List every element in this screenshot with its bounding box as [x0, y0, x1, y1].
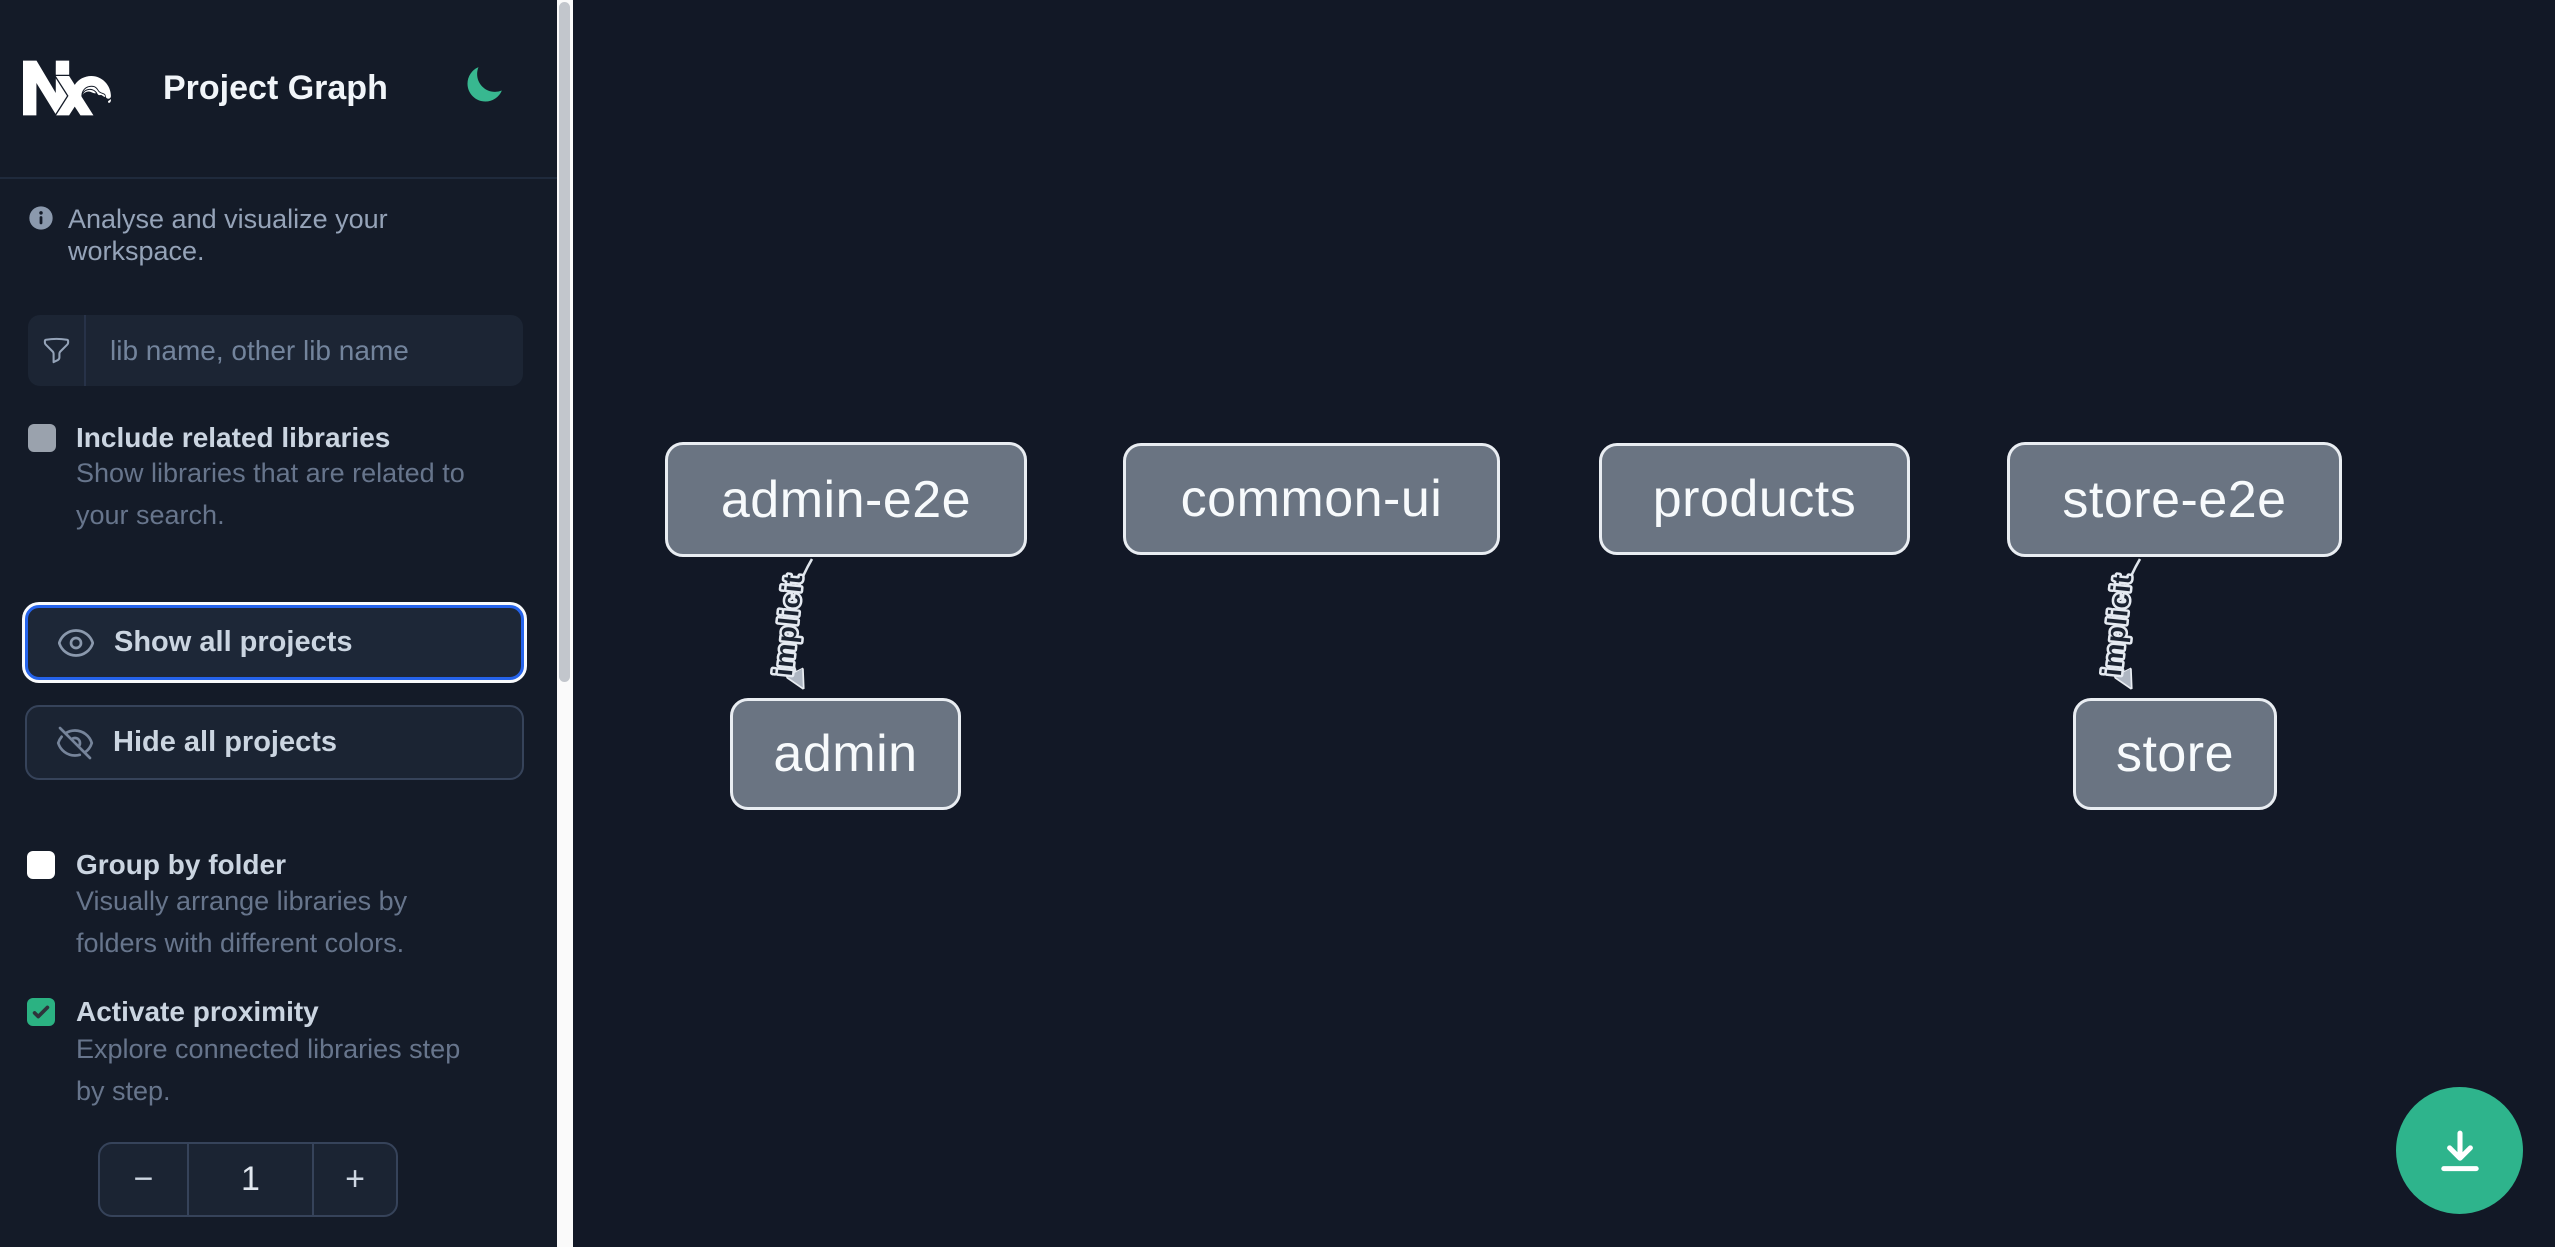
- nx-logo: [23, 60, 111, 116]
- include-related-label: Include related libraries: [76, 422, 391, 453]
- proximity-depth-stepper: − 1 +: [98, 1142, 398, 1217]
- show-all-projects-button[interactable]: Show all projects: [25, 605, 524, 680]
- node-common-ui[interactable]: common-ui: [1123, 443, 1500, 555]
- download-graph-button[interactable]: [2396, 1087, 2523, 1214]
- group-by-folder-checkbox[interactable]: [27, 851, 55, 879]
- node-admin-e2e[interactable]: admin-e2e: [665, 442, 1027, 557]
- node-store[interactable]: store: [2073, 698, 2277, 810]
- node-products[interactable]: products: [1599, 443, 1910, 555]
- group-by-folder-description: Visually arrange libraries by folders wi…: [76, 886, 408, 958]
- activate-proximity-description: Explore connected libraries step by step…: [76, 1034, 461, 1106]
- include-related-description: Show libraries that are related to your …: [76, 458, 465, 530]
- library-filter: [28, 315, 523, 386]
- funnel-icon: [28, 315, 86, 386]
- eye-icon: [57, 628, 95, 657]
- page-title: Project Graph: [163, 69, 388, 107]
- activate-proximity-checkbox[interactable]: [27, 998, 55, 1026]
- info-icon: [29, 206, 53, 230]
- hide-all-projects-label: Hide all projects: [113, 726, 338, 758]
- graph-canvas[interactable]: [573, 0, 2555, 1247]
- activate-proximity-label: Activate proximity: [76, 996, 319, 1027]
- include-related-checkbox[interactable]: [28, 424, 56, 452]
- check-icon: [32, 1005, 50, 1019]
- workspace-info: Analyse and visualize your workspace.: [27, 203, 527, 267]
- hide-all-projects-button[interactable]: Hide all projects: [25, 705, 524, 780]
- header-divider: [0, 177, 557, 179]
- proximity-depth-value[interactable]: 1: [189, 1144, 314, 1215]
- sidebar: Project Graph Analyse and visualize your…: [0, 0, 557, 1247]
- increment-button[interactable]: +: [345, 1160, 365, 1198]
- info-text: Analyse and visualize your workspace.: [68, 204, 388, 266]
- search-input[interactable]: [86, 315, 523, 386]
- download-icon: [2440, 1130, 2479, 1171]
- sidebar-scrollbar-track: [557, 0, 573, 1247]
- node-admin[interactable]: admin: [730, 698, 961, 810]
- show-all-projects-label: Show all projects: [114, 626, 353, 658]
- node-store-e2e[interactable]: store-e2e: [2007, 442, 2342, 557]
- eye-slash-icon: [56, 726, 94, 759]
- decrement-button[interactable]: −: [100, 1144, 189, 1215]
- dark-mode-moon-icon[interactable]: [462, 63, 506, 107]
- group-by-folder-label: Group by folder: [76, 849, 286, 880]
- sidebar-scrollbar-thumb[interactable]: [559, 2, 570, 682]
